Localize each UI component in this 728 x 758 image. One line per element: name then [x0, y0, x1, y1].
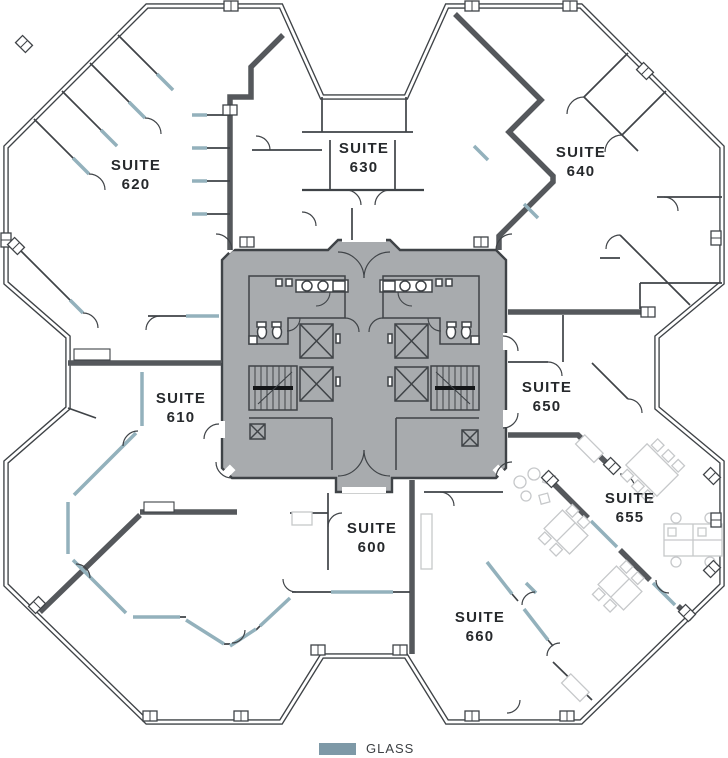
suite-label-650: SUITE 650 — [522, 378, 572, 416]
furniture — [73, 348, 723, 703]
suite-660-word: SUITE — [454, 609, 506, 626]
suite-label-620: SUITE 620 — [111, 156, 161, 194]
stairs-icon-right — [430, 365, 480, 411]
service-box-icon-2 — [461, 429, 479, 447]
suite-640-word: SUITE — [555, 144, 607, 161]
suite-label-630: SUITE 630 — [339, 139, 389, 177]
table-650 — [574, 433, 605, 464]
suite-650-number: 650 — [532, 398, 562, 415]
suite-600-word: SUITE — [346, 520, 398, 537]
credenza-610 — [143, 501, 175, 513]
service-box-icon — [249, 423, 266, 440]
workstation-cluster — [663, 512, 723, 568]
suite-label-640: SUITE 640 — [556, 143, 606, 181]
suite-label-600: SUITE 600 — [347, 519, 397, 557]
credenza-620 — [73, 348, 111, 361]
suite-label-660: SUITE 660 — [455, 608, 505, 646]
desk-cluster-1 — [537, 503, 591, 557]
suite-640-number: 640 — [566, 163, 596, 180]
suite-660-number: 660 — [465, 628, 495, 645]
restroom-icon-right — [379, 275, 480, 345]
elevator-icon-3 — [394, 323, 429, 359]
suite-630-word: SUITE — [338, 140, 390, 157]
elevator-icon-1 — [299, 323, 334, 359]
legend: GLASS — [319, 741, 414, 756]
conference-table — [619, 437, 686, 504]
suite-610-number: 610 — [166, 409, 196, 426]
suite-610-word: SUITE — [155, 390, 207, 407]
desk-660-bottom — [560, 672, 591, 703]
glass-walls — [66, 72, 677, 648]
door-arcs — [75, 96, 679, 714]
interior-walls — [17, 34, 722, 701]
suite-630-number: 630 — [349, 159, 379, 176]
suite-620-number: 620 — [121, 176, 151, 193]
suite-label-610: SUITE 610 — [156, 389, 206, 427]
elevator-icon-4 — [394, 366, 429, 402]
elevator-icon-2 — [299, 366, 334, 402]
suite-620-word: SUITE — [110, 157, 162, 174]
suite-650-word: SUITE — [521, 379, 573, 396]
restroom-icon-left — [248, 275, 349, 345]
suite-label-655: SUITE 655 — [605, 489, 655, 527]
stairs-icon-left — [248, 365, 298, 411]
suite-655-number: 655 — [615, 509, 645, 526]
suite-600-number: 600 — [357, 539, 387, 556]
glass-swatch-icon — [319, 742, 356, 755]
desk-cluster-2 — [591, 559, 645, 613]
legend-label: GLASS — [366, 741, 415, 756]
suite-655-word: SUITE — [604, 490, 656, 507]
credenza-600 — [291, 511, 313, 526]
credenza-660 — [420, 513, 433, 570]
core — [218, 236, 510, 494]
